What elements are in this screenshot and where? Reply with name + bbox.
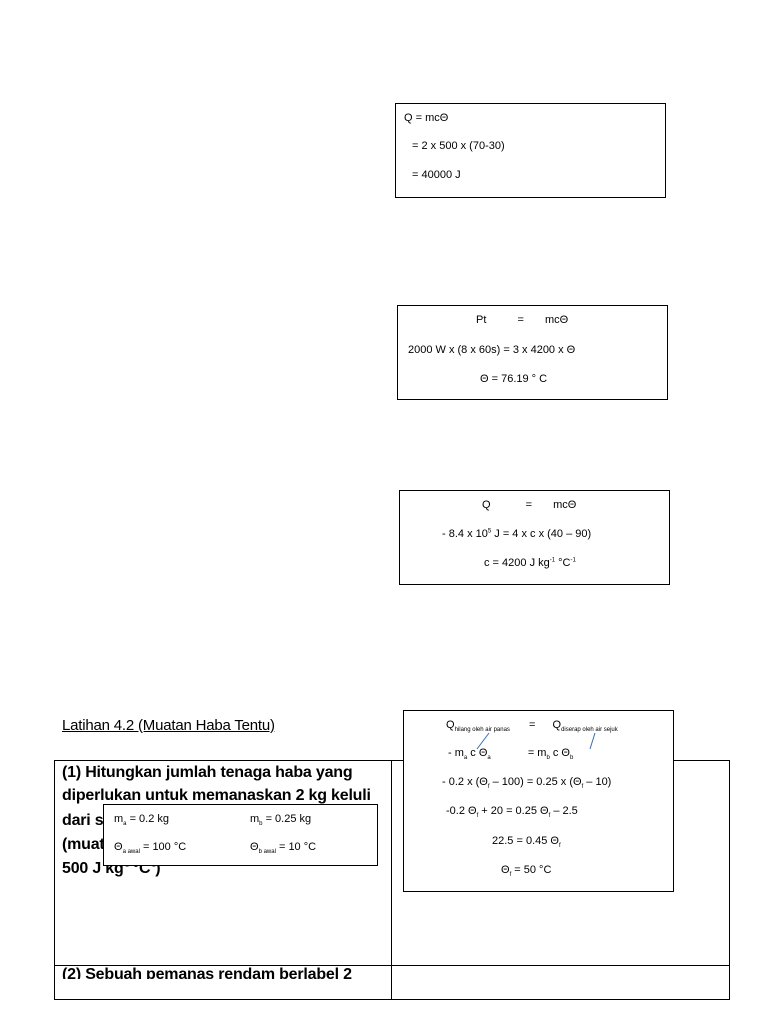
box3-l3sup1: -1 [549, 557, 556, 564]
box2-mco: mcΘ [544, 314, 569, 326]
box2-line-3: Θ = 76.19 ° C [480, 373, 548, 385]
r2d-sub: b [569, 755, 574, 762]
box2-line-1: Pt = mcΘ [476, 314, 568, 326]
box2-line-2: 2000 W x (8 x 60s) = 3 x 4200 x Θ [408, 344, 576, 356]
ma-val: = 0.2 kg [126, 813, 170, 825]
box3-l2sup: 5 [487, 528, 492, 535]
r2a: - m [448, 747, 464, 759]
box1-line-3: = 40000 J [412, 169, 461, 181]
box3-eq: = [525, 499, 533, 511]
r2b: c Θ [467, 747, 488, 759]
ma-sub: a [123, 821, 127, 828]
solution-row-2: - ma c Θa = mb c Θb [448, 747, 574, 762]
solution-row-1: Qhilang oleh air panas = Qdiserap oleh a… [446, 719, 618, 734]
r2a-sub: a [463, 755, 468, 762]
r2c: = m [527, 747, 547, 759]
r2c-sub: b [546, 755, 550, 762]
r4b-sub: f [548, 813, 551, 820]
tb-value: Θb awal = 10 °C [250, 841, 317, 856]
mb-value: mb = 0.25 kg [250, 813, 312, 828]
r1-eq: = [529, 719, 536, 731]
mb-val: = 0.25 kg [262, 813, 312, 825]
r3a: - 0.2 x (Θ [442, 776, 488, 788]
ta-value: Θa awal = 100 °C [114, 841, 187, 856]
r4b: + 20 = 0.25 Θ [478, 805, 549, 817]
box3-line-3: c = 4200 J kg-1 °C-1 [484, 557, 576, 569]
r5a-sub: f [558, 843, 561, 850]
box3-l3sup2: -1 [570, 557, 576, 564]
r1-q-right-sub: diserap oleh air sejuk [561, 727, 618, 734]
box3-l2a: - 8.4 x 10 [442, 528, 488, 540]
r4a-sub: f [476, 813, 479, 820]
ma-sym: m [114, 813, 124, 825]
r4c: – 2.5 [550, 805, 578, 817]
r3b-sub: f [581, 784, 584, 791]
r2b-sub: a [487, 755, 491, 762]
r6a-sub: f [509, 872, 512, 879]
q1-line-3: dari s [62, 812, 104, 829]
tb-val: = 10 °C [275, 841, 317, 853]
box1-line-2: = 2 x 500 x (70-30) [412, 140, 505, 152]
box2-eq: = [517, 314, 524, 326]
annotation-line-left [476, 732, 490, 750]
r3a-sub: f [487, 784, 490, 791]
mb-sub: b [259, 821, 263, 828]
tb-sub: b awal [258, 849, 276, 856]
annotation-lines [476, 732, 596, 750]
solution-row-4: -0.2 Θf + 20 = 0.25 Θf – 2.5 [446, 805, 578, 820]
solution-row-3: - 0.2 x (Θf – 100) = 0.25 x (Θf – 10) [442, 776, 612, 791]
r1-q-right: Q [552, 719, 562, 731]
given-values-box: ma = 0.2 kg mb = 0.25 kg Θa awal = 100 °… [103, 804, 378, 866]
exercise-table [54, 760, 730, 1000]
table-divider-vertical [391, 760, 392, 1000]
ta-val: = 100 °C [139, 841, 187, 853]
q1-line-1: (1) Hitungkan jumlah tenaga haba yang [62, 764, 353, 781]
answer-box-3: Q = mcΘ - 8.4 x 105 J = 4 x c x (40 – 90… [399, 490, 670, 585]
q2-line-1: (2) Sebuah pemanas rendam berlabel 2 [62, 966, 352, 979]
mb-sym: m [250, 813, 260, 825]
box2-pt: Pt [476, 314, 487, 326]
box3-l2b: J = 4 x c x (40 – 90) [491, 528, 592, 540]
box3-line-1: Q = mcΘ [482, 499, 576, 511]
answer-box-2: Pt = mcΘ 2000 W x (8 x 60s) = 3 x 4200 x… [397, 305, 668, 400]
r1-q-left: Q [446, 719, 455, 731]
box3-l3b: °C [555, 557, 571, 569]
exercise-title: Latihan 4.2 (Muatan Haba Tentu) [62, 717, 275, 734]
r4a: -0.2 Θ [446, 805, 477, 817]
q2-clip: (2) Sebuah pemanas rendam berlabel 2 [54, 966, 391, 979]
box3-mco: mcΘ [553, 499, 577, 511]
box1-line-1: Q = mcΘ [404, 112, 449, 124]
solution-box: Qhilang oleh air panas = Qdiserap oleh a… [403, 710, 674, 892]
q1-line-2: diperlukan untuk memanaskan 2 kg keluli [62, 787, 371, 804]
box3-q: Q [482, 499, 491, 511]
annotation-line-right [589, 732, 596, 750]
table-divider-horizontal [54, 965, 730, 966]
r3b: – 100) = 0.25 x (Θ [489, 776, 582, 788]
ma-value: ma = 0.2 kg [114, 813, 170, 828]
solution-row-6: Θf = 50 °C [501, 864, 552, 879]
r2d: c Θ [549, 747, 570, 759]
box3-l3a: c = 4200 J kg [484, 557, 550, 569]
ta-sym: Θ [114, 841, 123, 853]
r6b: = 50 °C [511, 864, 552, 876]
r1-q-left-sub: hilang oleh air panas [454, 727, 510, 734]
r6a: Θ [501, 864, 510, 876]
box3-line-2: - 8.4 x 105 J = 4 x c x (40 – 90) [442, 528, 591, 540]
ta-sub: a awal [122, 849, 140, 856]
r3c: – 10) [583, 776, 612, 788]
answer-box-1: Q = mcΘ = 2 x 500 x (70-30) = 40000 J [395, 103, 666, 198]
q1-line-4: (muat [62, 836, 105, 853]
solution-row-5: 22.5 = 0.45 Θf [492, 835, 561, 850]
r5a: 22.5 = 0.45 Θ [492, 835, 559, 847]
tb-sym: Θ [250, 841, 259, 853]
q1-l5c: ) [155, 860, 161, 877]
